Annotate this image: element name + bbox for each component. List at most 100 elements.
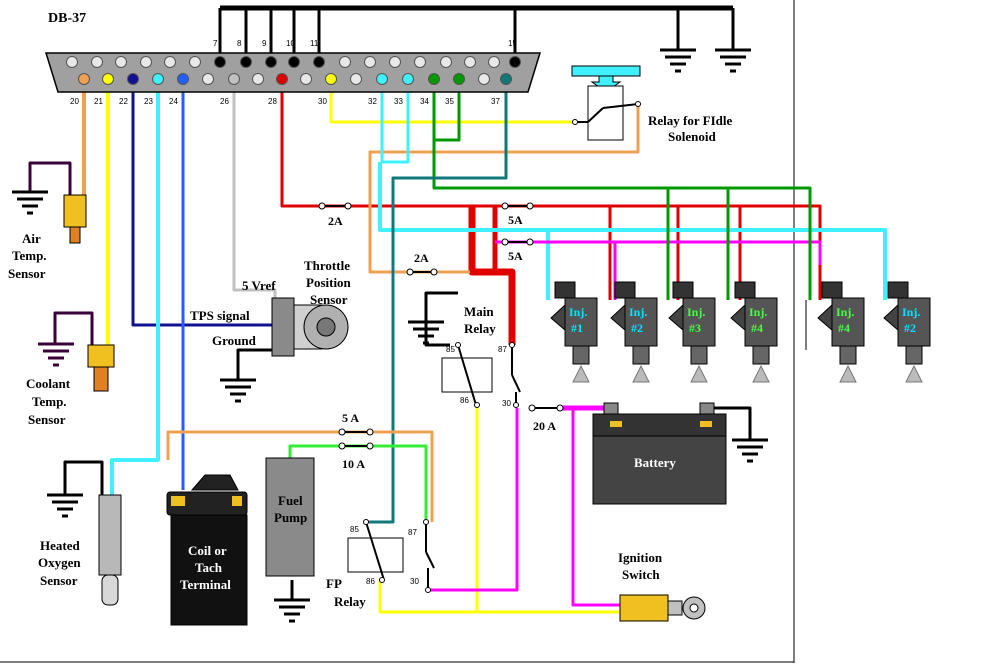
wire-cyan-o2 <box>110 79 160 495</box>
fuel-injector: Inj. #1 <box>550 281 598 383</box>
pin-label: 87 <box>408 528 417 537</box>
wire-magenta-ign <box>571 408 620 607</box>
injector-label: Inj. <box>569 305 587 319</box>
ignition-label: Switch <box>622 567 660 582</box>
svg-text:Throttle: Throttle <box>304 258 350 273</box>
fuse-20a: 20 A <box>528 404 564 433</box>
main-relay: 85 87 86 30 Main Relay <box>408 304 521 408</box>
connector-pin <box>300 73 312 85</box>
pin-number: 34 <box>420 97 429 106</box>
connector-pin <box>325 73 337 85</box>
pin-number: 30 <box>318 97 327 106</box>
fp-relay-label: Relay <box>334 594 366 609</box>
vref-label: 5 Vref <box>242 278 276 293</box>
connector-pin <box>402 73 414 85</box>
pin-number: 23 <box>144 97 153 106</box>
pin-number: 37 <box>491 97 500 106</box>
fuel-injector: Inj.#2 <box>883 281 931 383</box>
connector-pin <box>115 56 127 68</box>
svg-text:Oxygen: Oxygen <box>38 555 81 570</box>
connector-pin <box>288 56 300 68</box>
pin-number: 28 <box>268 97 277 106</box>
tps-label: Sensor <box>310 292 348 307</box>
connector-pin <box>376 73 388 85</box>
idle-relay-label: Relay for FIdle <box>648 113 732 128</box>
wire-black-air <box>28 161 72 195</box>
svg-text:Coil or: Coil or <box>188 543 227 558</box>
fuse-label: 20 A <box>533 419 556 433</box>
wire-yellow-idle <box>329 79 575 124</box>
fuse-2a-top: 2A <box>318 202 352 228</box>
injector-number: #1 <box>571 321 583 335</box>
air-temp-label: Air <box>22 231 41 246</box>
coil-label: Tach <box>195 560 223 575</box>
connector-pin <box>440 56 452 68</box>
pin-number: 9 <box>262 39 267 48</box>
connector-pin <box>313 56 325 68</box>
fuel-injector: Inj.#4 <box>730 281 778 383</box>
connector-pin <box>78 73 90 85</box>
ground-bus <box>218 5 735 60</box>
svg-text:Sensor: Sensor <box>8 266 46 281</box>
connector-pin <box>453 73 465 85</box>
tps-label: Throttle <box>304 258 350 273</box>
svg-text:Temp.: Temp. <box>32 394 67 409</box>
svg-text:Position: Position <box>306 275 352 290</box>
coolant-label: Sensor <box>28 412 66 427</box>
pin-label: 85 <box>350 525 359 534</box>
wire-red-main <box>468 206 516 345</box>
wire-cyan-32 <box>380 79 410 164</box>
throttle-position-sensor: Throttle Position Sensor 5 Vref TPS sign… <box>190 258 352 403</box>
svg-text:Tach: Tach <box>195 560 223 575</box>
oxygen-label: Oxygen <box>38 555 81 570</box>
coil-label: Terminal <box>180 577 231 592</box>
connector-pin <box>102 73 114 85</box>
fuel-injector: Inj.#3 <box>668 281 716 383</box>
wire-orange-idle <box>368 104 640 274</box>
svg-text:FP: FP <box>326 576 342 591</box>
connector-pin <box>127 73 139 85</box>
pin-number: 8 <box>237 39 242 48</box>
pin-label: 86 <box>366 577 375 586</box>
wire-yellow-ign <box>378 405 479 614</box>
connector-pin <box>509 56 521 68</box>
idle-relay: Relay for FIdle Solenoid <box>571 65 732 144</box>
wire-black-coolant <box>53 311 94 345</box>
air-temp-label: Sensor <box>8 266 46 281</box>
wire-black-batt <box>706 406 752 440</box>
wire-magenta-main <box>428 408 519 592</box>
svg-text:Sensor: Sensor <box>310 292 348 307</box>
fuel-injector: Inj.#2 <box>610 281 658 383</box>
fp-relay-label: FP <box>326 576 342 591</box>
connector-pin <box>252 73 264 85</box>
fuse-2a-mid: 2A <box>406 251 438 276</box>
pin-number: 15 <box>508 39 517 48</box>
svg-text:Fuel: Fuel <box>278 493 303 508</box>
connector-pin <box>428 73 440 85</box>
connector-pin <box>214 56 226 68</box>
oxygen-label: Sensor <box>40 573 78 588</box>
wire-green-34 <box>432 79 812 300</box>
svg-text:Coolant: Coolant <box>26 376 71 391</box>
pin-number: 21 <box>94 97 103 106</box>
pin-label: 30 <box>502 399 511 408</box>
connector-pin <box>228 73 240 85</box>
connector-pin <box>189 56 201 68</box>
svg-text:Switch: Switch <box>622 567 660 582</box>
tps-signal-label: TPS signal <box>190 308 250 323</box>
connector-pin <box>478 73 490 85</box>
connector-pin <box>240 56 252 68</box>
svg-text:Main: Main <box>464 304 494 319</box>
battery: Battery <box>592 402 768 505</box>
svg-text:Relay: Relay <box>334 594 366 609</box>
connector-pin <box>488 56 500 68</box>
pin-number: 10 <box>286 39 295 48</box>
ground-label: Ground <box>212 333 257 348</box>
wire-green-35 <box>434 79 461 142</box>
injector-label: Inj. <box>687 305 705 319</box>
main-relay-label: Relay <box>464 321 496 336</box>
pin-number: 20 <box>70 97 79 106</box>
pin-number: 26 <box>220 97 229 106</box>
